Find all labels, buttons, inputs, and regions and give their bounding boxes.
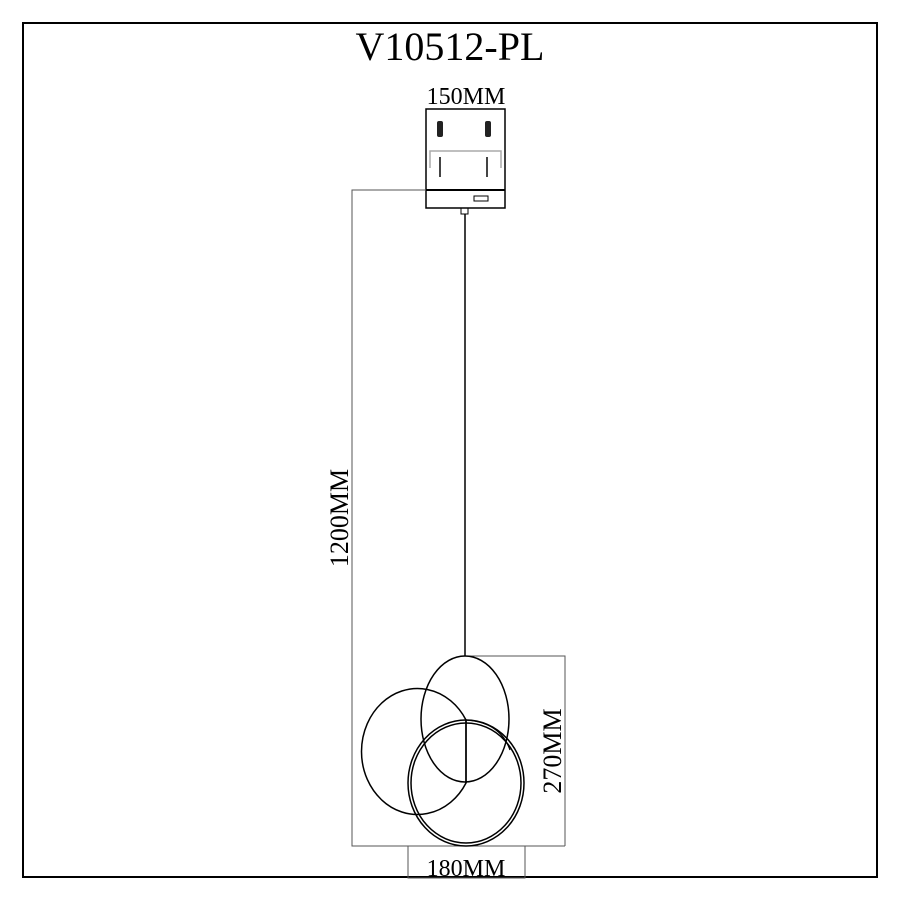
- pendant-rings: [360, 655, 525, 847]
- dimension-lines: [351, 189, 566, 879]
- border-frame: [22, 22, 878, 878]
- wall-anchor-icon: [437, 121, 491, 137]
- ceiling-canopy: [425, 108, 506, 215]
- canopy-width-label: 150MM: [427, 84, 506, 110]
- fixture-height-label: 270MM: [538, 708, 567, 793]
- title: V10512-PL: [356, 24, 545, 69]
- fixture-width-label: 180MM: [427, 856, 506, 882]
- cable-length-label: 1200MM: [325, 469, 354, 567]
- screw-icon: [439, 157, 488, 177]
- terminal-block-icon: [473, 195, 489, 202]
